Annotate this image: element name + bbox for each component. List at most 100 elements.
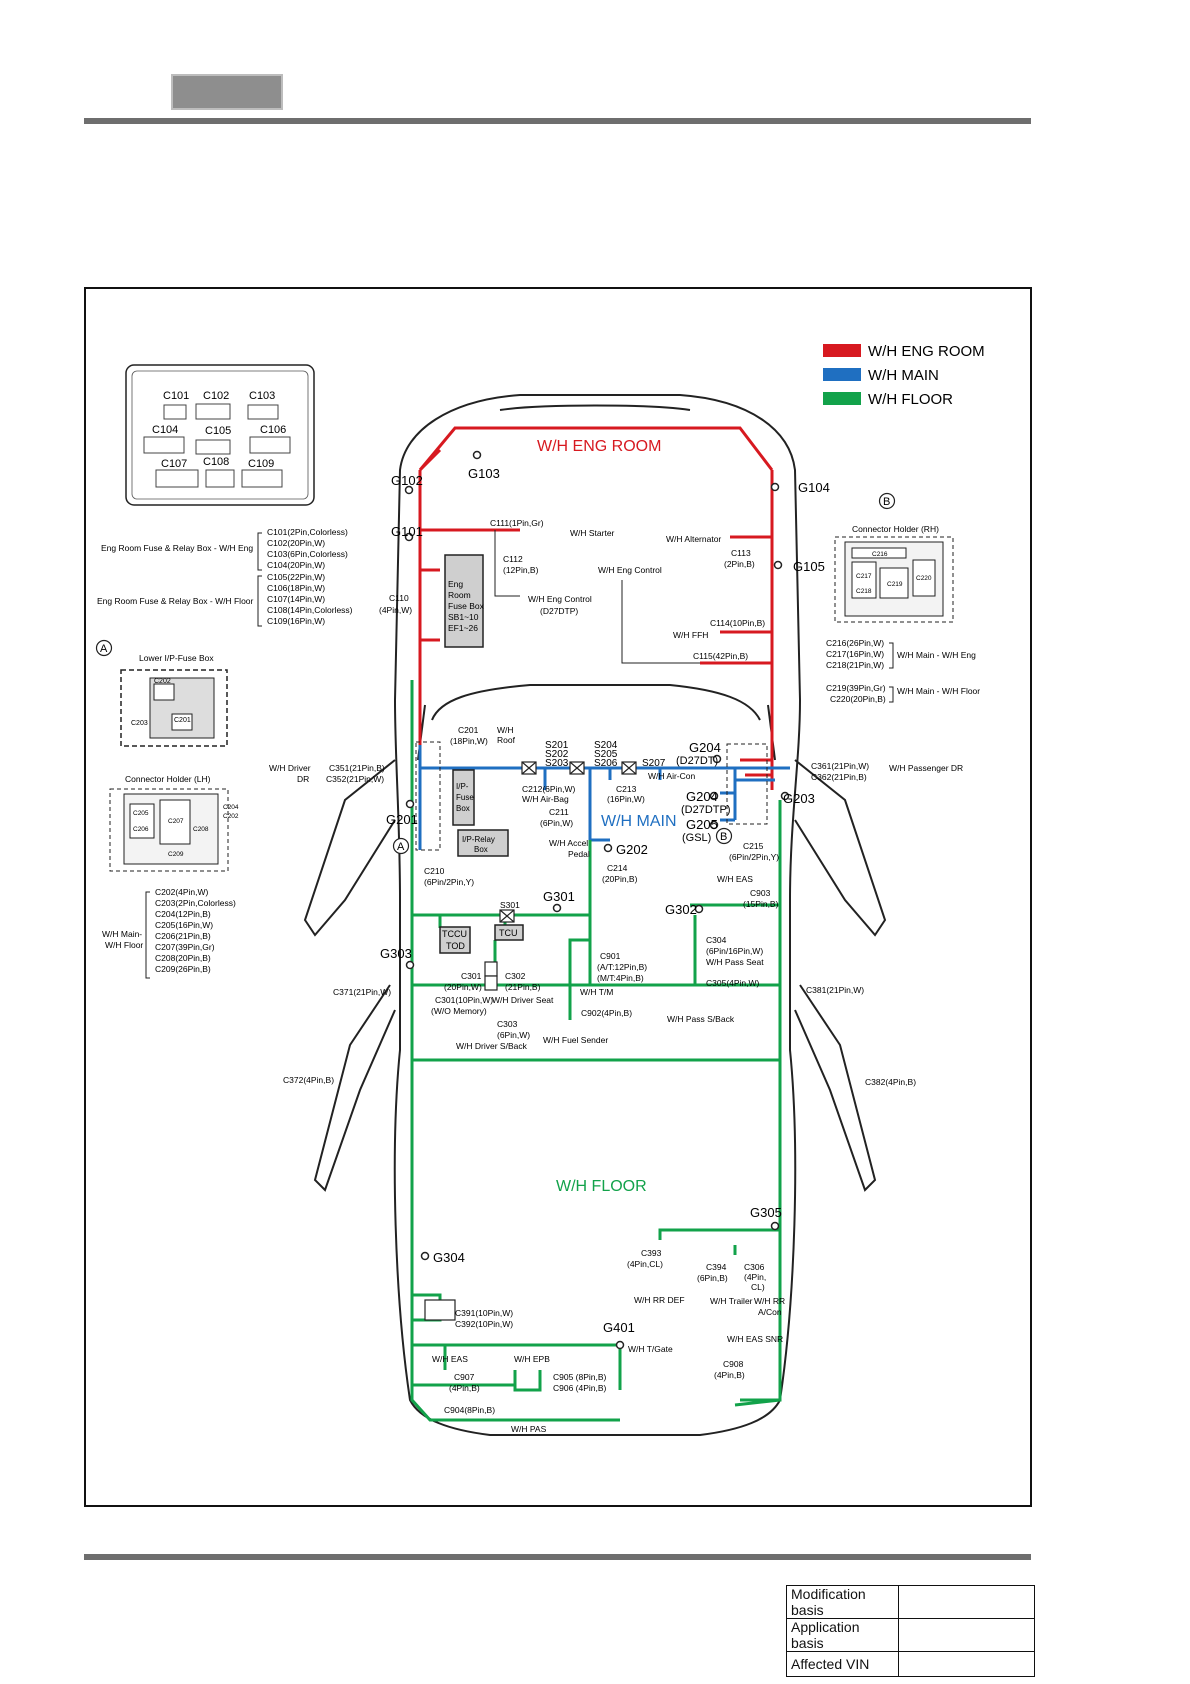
svg-text:C391(10Pin,W): C391(10Pin,W) [455, 1308, 513, 1318]
svg-text:A: A [100, 643, 108, 655]
svg-text:G101: G101 [391, 524, 423, 539]
svg-text:C381(21Pin,W): C381(21Pin,W) [806, 985, 864, 995]
seat-connector-box [484, 961, 498, 991]
holder-frames [415, 741, 768, 851]
tccu-tod-box: TCCU TOD [439, 926, 471, 954]
svg-text:(D27DT): (D27DT) [676, 755, 718, 767]
svg-text:G105: G105 [793, 559, 825, 574]
ground-labels: G102 G103 G101 G104 G105 G201 G202 G203 … [380, 466, 830, 1335]
svg-text:C115(42Pin,B): C115(42Pin,B) [693, 651, 748, 661]
svg-text:(20Pin,W): (20Pin,W) [444, 982, 482, 992]
svg-text:C903: C903 [750, 888, 771, 898]
svg-text:(6Pin/2Pin,Y): (6Pin/2Pin,Y) [424, 877, 474, 887]
legend: W/H ENG ROOM W/H MAIN W/H FLOOR [823, 343, 985, 408]
svg-text:Eng: Eng [448, 579, 463, 589]
svg-text:C902(4Pin,B): C902(4Pin,B) [581, 1008, 632, 1018]
svg-text:C361(21Pin,W): C361(21Pin,W) [811, 761, 869, 771]
eng-fuse-panel: C101 C102 C103 C104 C105 C106 C107 C108 … [125, 364, 315, 506]
svg-text:W/H Accel: W/H Accel [549, 838, 588, 848]
svg-text:DR: DR [297, 774, 309, 784]
svg-text:TOD: TOD [446, 941, 465, 951]
svg-text:C111(1Pin,Gr): C111(1Pin,Gr) [490, 518, 544, 528]
rh-connector-list-1: C216(26Pin,W) C217(16Pin,W) C218(21Pin,W… [826, 638, 976, 670]
svg-text:W/H Driver Seat: W/H Driver Seat [492, 995, 554, 1005]
footer-rule [84, 1554, 1031, 1560]
svg-text:C107: C107 [161, 458, 187, 470]
svg-text:C371(21Pin,W): C371(21Pin,W) [333, 987, 391, 997]
diagram-frame [84, 287, 1032, 1507]
svg-text:Lower I/P-Fuse Box: Lower I/P-Fuse Box [139, 653, 214, 663]
svg-text:(W/O Memory): (W/O Memory) [431, 1006, 487, 1016]
svg-text:S203: S203 [545, 758, 569, 769]
svg-text:(6Pin/2Pin,Y): (6Pin/2Pin,Y) [729, 852, 779, 862]
svg-text:W/H Main - W/H Eng: W/H Main - W/H Eng [897, 650, 976, 660]
vehicle-outline [303, 394, 887, 1436]
svg-text:Fuse: Fuse [456, 793, 474, 802]
svg-text:C203: C203 [131, 720, 148, 727]
svg-text:C362(21Pin,B): C362(21Pin,B) [811, 772, 867, 782]
svg-text:C205(16Pin,W): C205(16Pin,W) [155, 920, 213, 930]
svg-text:G401: G401 [603, 1320, 635, 1335]
svg-text:G301: G301 [543, 889, 575, 904]
svg-text:C114(10Pin,B): C114(10Pin,B) [710, 618, 765, 628]
svg-text:C217(16Pin,W): C217(16Pin,W) [826, 649, 884, 659]
svg-text:W/H RR DEF: W/H RR DEF [634, 1295, 685, 1305]
table-row: Modification basis [786, 1585, 1035, 1619]
svg-text:C216: C216 [872, 551, 888, 558]
legend-swatch-eng [823, 344, 861, 357]
svg-text:C907: C907 [454, 1372, 475, 1382]
svg-text:C220: C220 [916, 575, 932, 582]
svg-text:C202(4Pin,W): C202(4Pin,W) [155, 887, 209, 897]
svg-text:Roof: Roof [497, 735, 516, 745]
svg-text:C220(20Pin,B): C220(20Pin,B) [830, 694, 886, 704]
svg-text:C382(4Pin,B): C382(4Pin,B) [865, 1077, 916, 1087]
svg-text:Connector Holder (RH): Connector Holder (RH) [852, 524, 939, 534]
svg-text:W/H Pass S/Back: W/H Pass S/Back [667, 1014, 735, 1024]
tcu-box: TCU [494, 924, 524, 941]
svg-text:Pedal: Pedal [568, 849, 590, 859]
lower-ip-fuse-box: Lower I/P-Fuse Box C202 C201 C203 [120, 653, 228, 747]
svg-text:C207(39Pin,Gr): C207(39Pin,Gr) [155, 942, 215, 952]
svg-text:G102: G102 [391, 473, 423, 488]
info-value [898, 1585, 1035, 1619]
svg-text:C218(21Pin,W): C218(21Pin,W) [826, 660, 884, 670]
svg-text:(6Pin,W): (6Pin,W) [540, 818, 573, 828]
svg-text:C209(26Pin,B): C209(26Pin,B) [155, 964, 211, 974]
svg-text:C305(4Pin,W): C305(4Pin,W) [706, 978, 760, 988]
svg-text:C906 (4Pin,B): C906 (4Pin,B) [553, 1383, 607, 1393]
svg-text:C101: C101 [163, 390, 189, 402]
eng-connector-list-1: Eng Room Fuse & Relay Box - W/H Eng C101… [101, 527, 348, 571]
svg-text:(M/T:4Pin,B): (M/T:4Pin,B) [597, 973, 644, 983]
svg-text:(16Pin,W): (16Pin,W) [607, 794, 645, 804]
svg-text:C306: C306 [744, 1262, 765, 1272]
svg-text:B: B [720, 831, 727, 843]
svg-text:C103: C103 [249, 390, 275, 402]
svg-text:C206: C206 [133, 826, 149, 833]
svg-text:TCCU: TCCU [442, 929, 467, 939]
legend-swatch-main [823, 368, 861, 381]
svg-text:W/H T/Gate: W/H T/Gate [628, 1344, 673, 1354]
svg-text:G104: G104 [798, 480, 830, 495]
svg-text:C372(4Pin,B): C372(4Pin,B) [283, 1075, 334, 1085]
svg-text:C110: C110 [389, 593, 409, 603]
svg-text:(6Pin,B): (6Pin,B) [697, 1273, 728, 1283]
svg-text:G103: G103 [468, 466, 500, 481]
eng-leader-lines [494, 530, 700, 664]
info-value [898, 1651, 1035, 1677]
svg-text:W/H EAS: W/H EAS [717, 874, 753, 884]
svg-text:C109: C109 [248, 458, 274, 470]
marker-a: A A [95, 639, 410, 855]
wh-main-title: W/H MAIN [601, 813, 677, 830]
svg-text:C214: C214 [607, 863, 628, 873]
svg-text:C209: C209 [168, 851, 184, 858]
svg-text:G204: G204 [689, 740, 721, 755]
svg-text:C108: C108 [203, 456, 229, 468]
svg-text:G205: G205 [686, 817, 718, 832]
header-rule [84, 118, 1031, 124]
svg-text:C210: C210 [424, 866, 445, 876]
svg-text:C217: C217 [856, 573, 872, 580]
svg-text:W/H Eng Control: W/H Eng Control [598, 565, 662, 575]
svg-text:I/P-: I/P- [456, 782, 469, 791]
svg-text:Connector Holder (LH): Connector Holder (LH) [125, 774, 211, 784]
